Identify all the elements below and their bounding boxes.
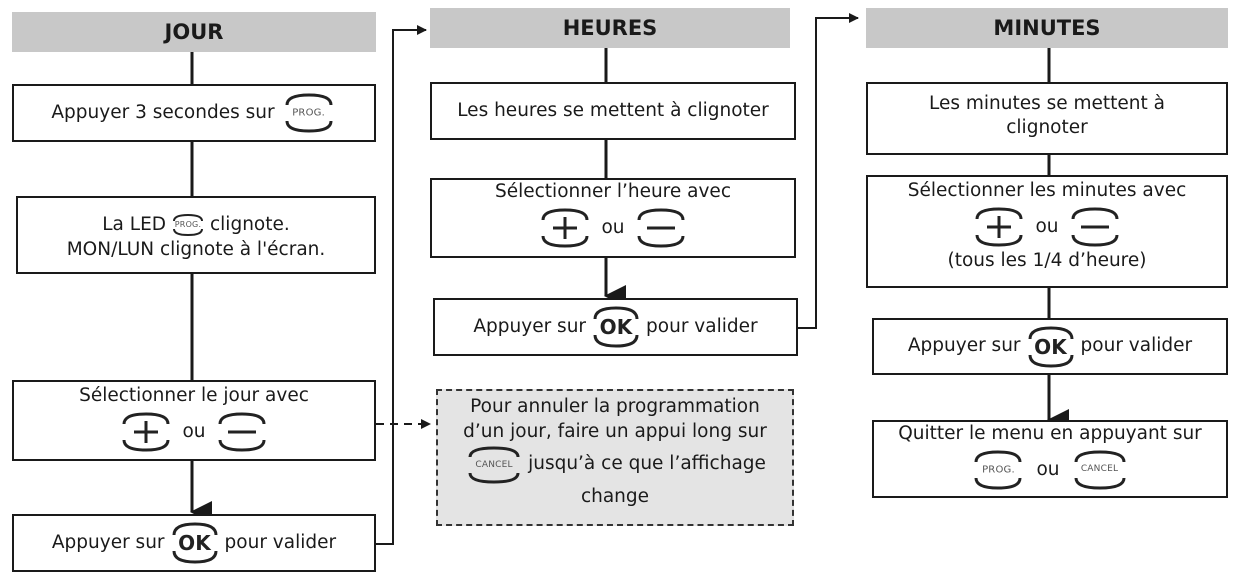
minutes-step-3: Appuyer sur OK pour valider — [872, 318, 1228, 375]
jour-to-heures-arrow — [376, 25, 427, 545]
heures-step-1: Les heures se mettent à clignoter — [430, 82, 796, 140]
cancel-note: Pour annuler la programmation d’un jour,… — [436, 389, 794, 526]
prog-button-icon: PROG. — [281, 91, 337, 135]
heures-step-3: Appuyer sur OK pour valider — [433, 298, 798, 356]
minutes-step-2: Sélectionner les minutes avec ou (tous l… — [866, 175, 1228, 288]
header-minutes: MINUTES — [866, 8, 1228, 48]
jour-step-1: Appuyer 3 secondes sur PROG. — [12, 84, 376, 142]
minus-button-icon — [214, 410, 270, 454]
minutes-step-4: Quitter le menu en appuyant sur PROG. ou… — [872, 420, 1228, 498]
minutes-step-1: Les minutes se mettent à clignoter — [866, 82, 1228, 155]
jour-step-2: La LED PROG. clignote. MON/LUN clignote … — [16, 196, 376, 274]
led-prog-icon: PROG. — [170, 212, 206, 238]
plus-button-icon — [971, 205, 1027, 249]
cancel-button-icon: CANCEL — [464, 445, 524, 485]
ok-button-icon: OK — [169, 520, 221, 566]
cancel-button-icon: CANCEL — [1070, 448, 1130, 492]
minus-button-icon — [633, 206, 689, 250]
prog-button-icon: PROG. — [970, 448, 1026, 492]
jour-step-4: Appuyer sur OK pour valider — [12, 514, 376, 572]
plus-button-icon — [118, 410, 174, 454]
header-heures: HEURES — [430, 8, 790, 48]
ok-button-icon: OK — [590, 304, 642, 350]
plus-button-icon — [537, 206, 593, 250]
header-jour: JOUR — [12, 12, 376, 52]
heures-to-minutes-arrow — [798, 13, 859, 329]
minus-button-icon — [1067, 205, 1123, 249]
jour-step-3: Sélectionner le jour avec ou — [12, 380, 376, 461]
ok-button-icon: OK — [1025, 324, 1077, 370]
heures-step-2: Sélectionner l’heure avec ou — [430, 178, 796, 258]
